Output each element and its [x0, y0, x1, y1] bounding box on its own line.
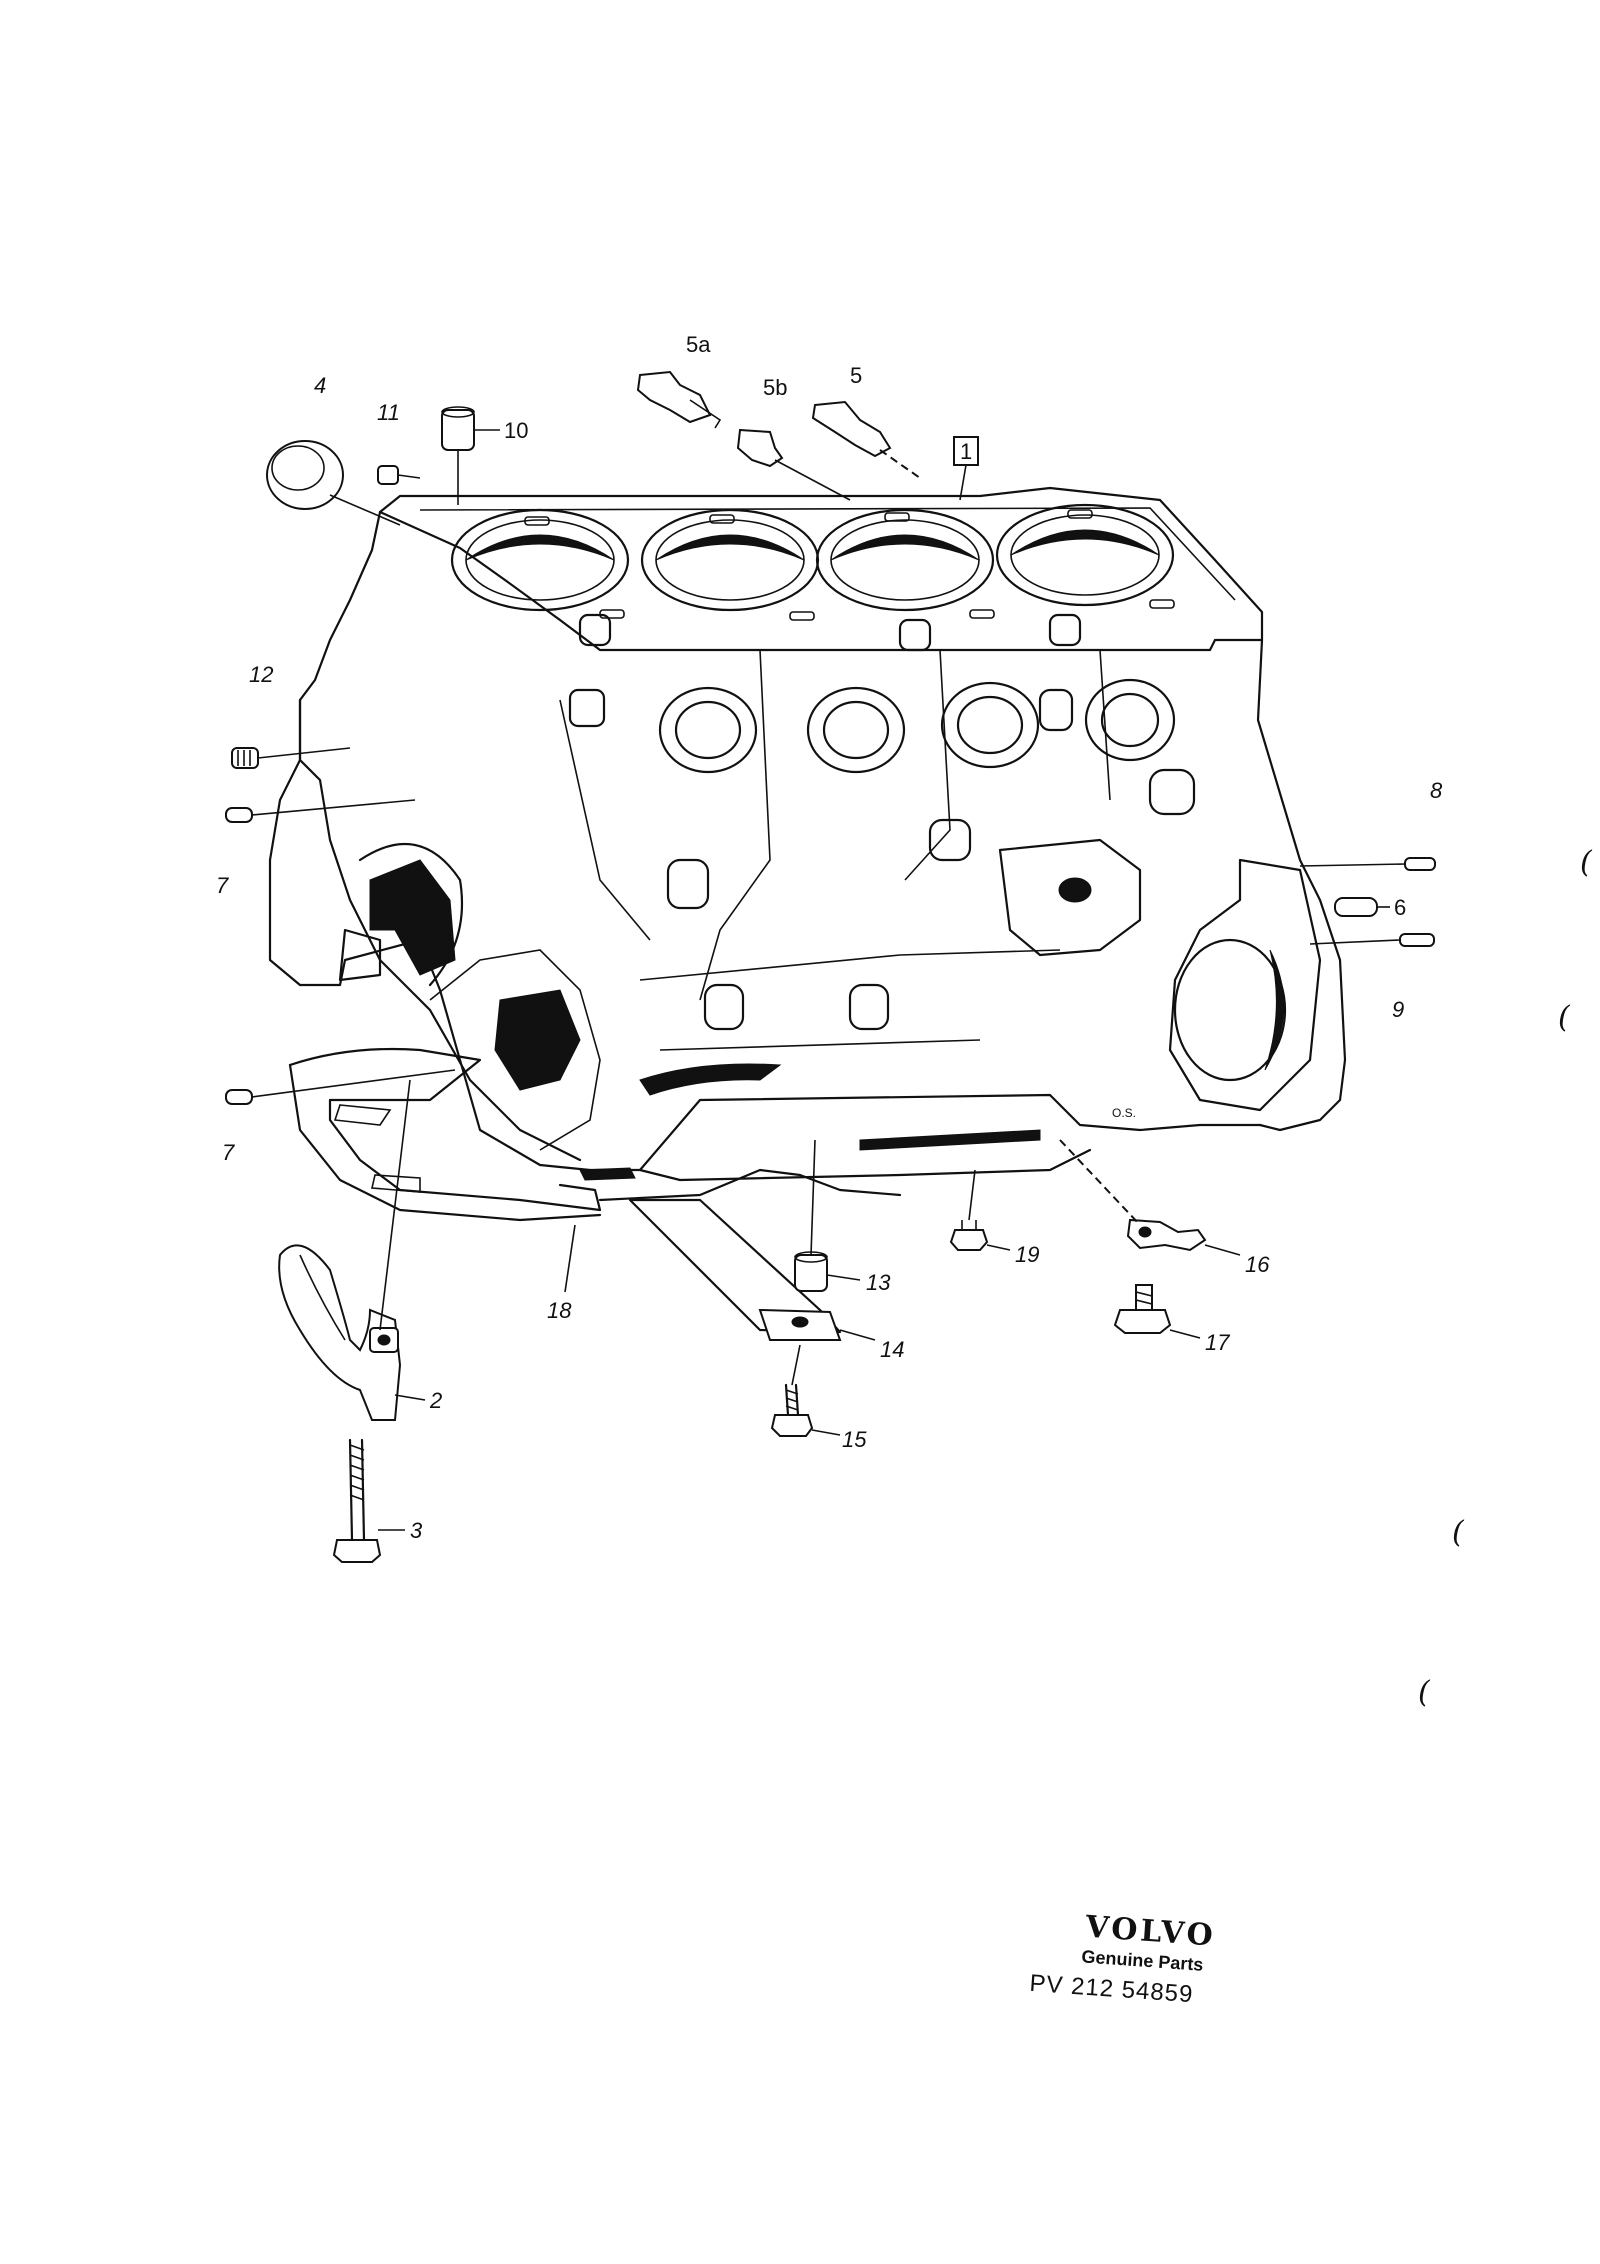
os-mark: O.S.: [1112, 1106, 1136, 1120]
part-19-bolt: [949, 1169, 1011, 1251]
callout-14: 14: [880, 1337, 904, 1362]
part-5a-sensor: [636, 370, 722, 429]
part-7-dowel-lower: [225, 1069, 456, 1105]
part-6-dowel: [1334, 897, 1390, 917]
part-2-bearing-cap: [278, 1079, 426, 1421]
callout-8: 8: [1430, 778, 1443, 803]
callout-19: 19: [1015, 1242, 1039, 1267]
callout-6: 6: [1394, 895, 1406, 920]
cylinder-bore-4: [995, 503, 1175, 607]
part-16-clip: [1059, 1139, 1241, 1256]
callout-16: 16: [1245, 1252, 1270, 1277]
part-7-dowel-upper: [225, 799, 416, 823]
callout-12: 12: [249, 662, 273, 687]
volvo-genuine-parts-block: VOLVO Genuine Parts PV 212 54859: [1029, 1906, 1217, 2010]
callout-2: 2: [429, 1388, 442, 1413]
callout-7a: 7: [216, 873, 229, 898]
part-8-dowel: [1299, 857, 1436, 871]
callout-1: 1: [960, 439, 972, 464]
callout-18: 18: [547, 1298, 572, 1323]
part-10-sleeve: [441, 406, 500, 505]
cylinder-block: [268, 486, 1347, 1182]
callout-17: 17: [1205, 1330, 1230, 1355]
part-17-bolt: [1113, 1284, 1201, 1339]
oil-baffle-plate: [288, 1047, 902, 1222]
margin-mark-3: (: [1452, 1515, 1464, 1550]
part-12-plug: [231, 747, 351, 769]
part-9-dowel: [1309, 933, 1435, 947]
part-13-sleeve: [794, 1139, 861, 1292]
part-5-sensor: [811, 400, 921, 479]
callout-7b: 7: [222, 1140, 235, 1165]
callout-labels: 1 2 3 4 5 5a 5b 6 7 7 8 9 10 11 12 13 14…: [216, 332, 1443, 1543]
cylinder-bore-3: [815, 508, 995, 612]
callout-5b: 5b: [763, 375, 787, 400]
cylinder-bore-2: [640, 508, 820, 612]
margin-mark-2: (: [1558, 1000, 1570, 1035]
cylinder-bore-1: [450, 508, 630, 612]
part-15-bolt: [770, 1344, 841, 1437]
callout-15: 15: [842, 1427, 867, 1452]
margin-mark-4: (: [1418, 1675, 1430, 1710]
part-11-plug: [377, 465, 421, 485]
callout-5: 5: [850, 363, 862, 388]
callout-4: 4: [314, 373, 326, 398]
side-boss-row: [658, 678, 1176, 774]
part-3-bolt: [332, 1438, 405, 1563]
callout-10: 10: [504, 418, 528, 443]
callout-5a: 5a: [686, 332, 711, 357]
callout-11: 11: [377, 400, 400, 425]
callout-3: 3: [410, 1518, 423, 1543]
margin-mark-1: (: [1580, 845, 1592, 880]
part-4-expansion-plug: [266, 440, 401, 526]
callout-13: 13: [866, 1270, 891, 1295]
callout-9: 9: [1392, 997, 1404, 1022]
part-5b-sensor: [736, 428, 851, 501]
reinforcement-strip: [628, 1198, 842, 1341]
